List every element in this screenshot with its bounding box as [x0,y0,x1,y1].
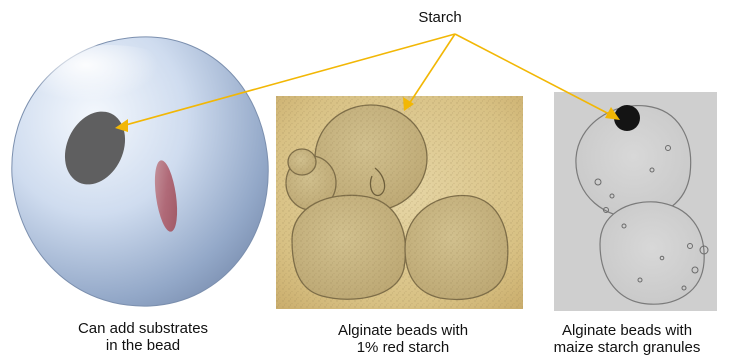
starch-label: Starch [400,9,480,26]
caption-line: Alginate beads with [523,322,731,339]
caption-red-starch: Alginate beads with 1% red starch [278,322,528,356]
caption-line: 1% red starch [278,339,528,356]
caption-line: maize starch granules [523,339,731,356]
caption-maize-starch: Alginate beads with maize starch granule… [523,322,731,356]
maize-starch-micrograph [554,92,717,311]
caption-line: Alginate beads with [278,322,528,339]
red-starch-micrograph [276,96,523,309]
caption-line: in the bead [18,337,268,354]
bead-highlight [30,45,190,125]
caption-line: Can add substrates [18,320,268,337]
caption-bead-model: Can add substrates in the bead [18,320,268,354]
bead-model [12,37,268,306]
